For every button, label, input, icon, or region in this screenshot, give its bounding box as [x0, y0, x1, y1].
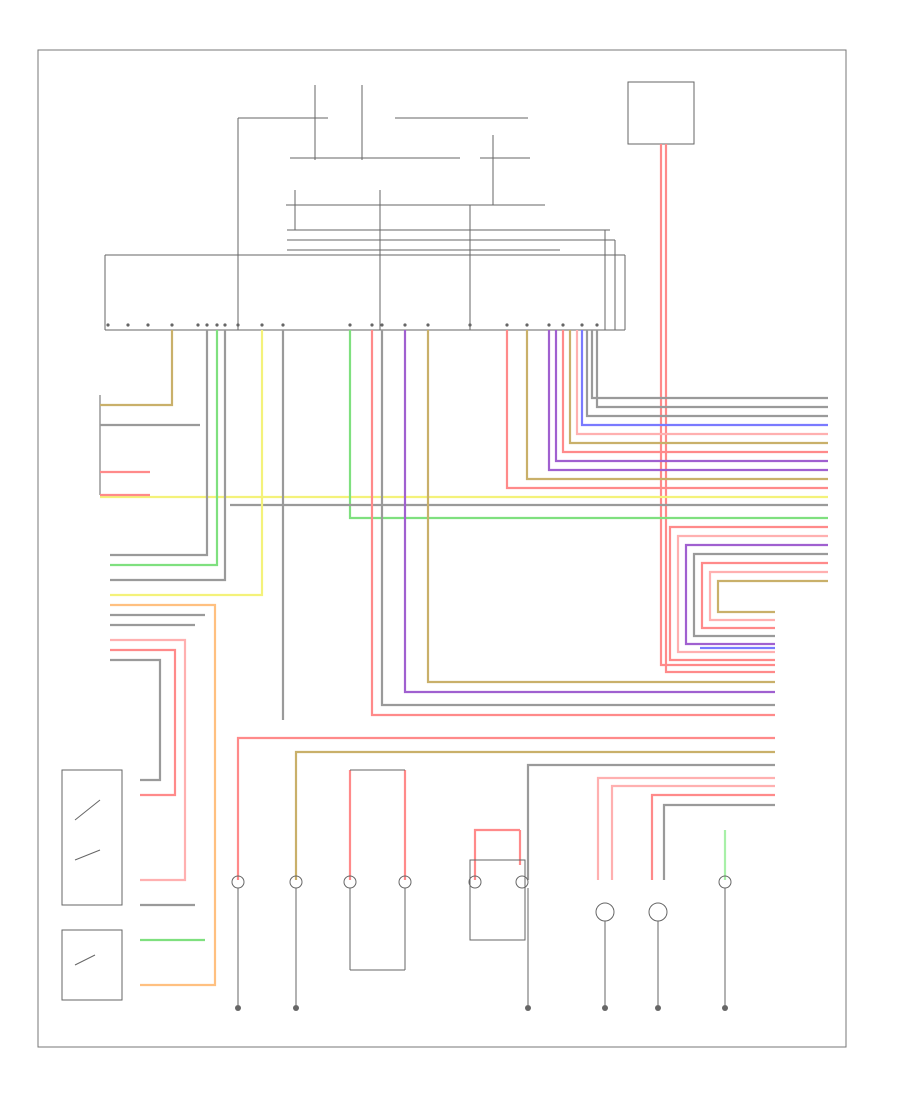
- wire-red-module-2: [664, 144, 775, 674]
- left-components: [61, 769, 123, 1001]
- lamp-bracket: [469, 859, 526, 941]
- hazard-switch: [61, 929, 123, 1001]
- lamp-5: [468, 875, 482, 889]
- lamp-8: [648, 902, 668, 922]
- bus-pins: [106, 323, 599, 327]
- lamp-wires: [236, 736, 775, 971]
- lamp-6: [515, 875, 529, 889]
- diagram-frame: [37, 49, 847, 1048]
- ground-lines: [235, 888, 728, 1011]
- vertical-trunks: [281, 330, 775, 720]
- right-harness: [100, 330, 828, 520]
- turn-signal-switch: [61, 769, 123, 906]
- fuse-block: [237, 85, 615, 330]
- right-lower-harness: [668, 525, 828, 662]
- main-junction-box: [104, 230, 626, 331]
- wire-red-module: [659, 144, 775, 667]
- lamps: [231, 859, 732, 941]
- left-switch-group: [99, 330, 264, 987]
- lamp-7: [595, 902, 615, 922]
- combination-relay-module: [627, 81, 695, 145]
